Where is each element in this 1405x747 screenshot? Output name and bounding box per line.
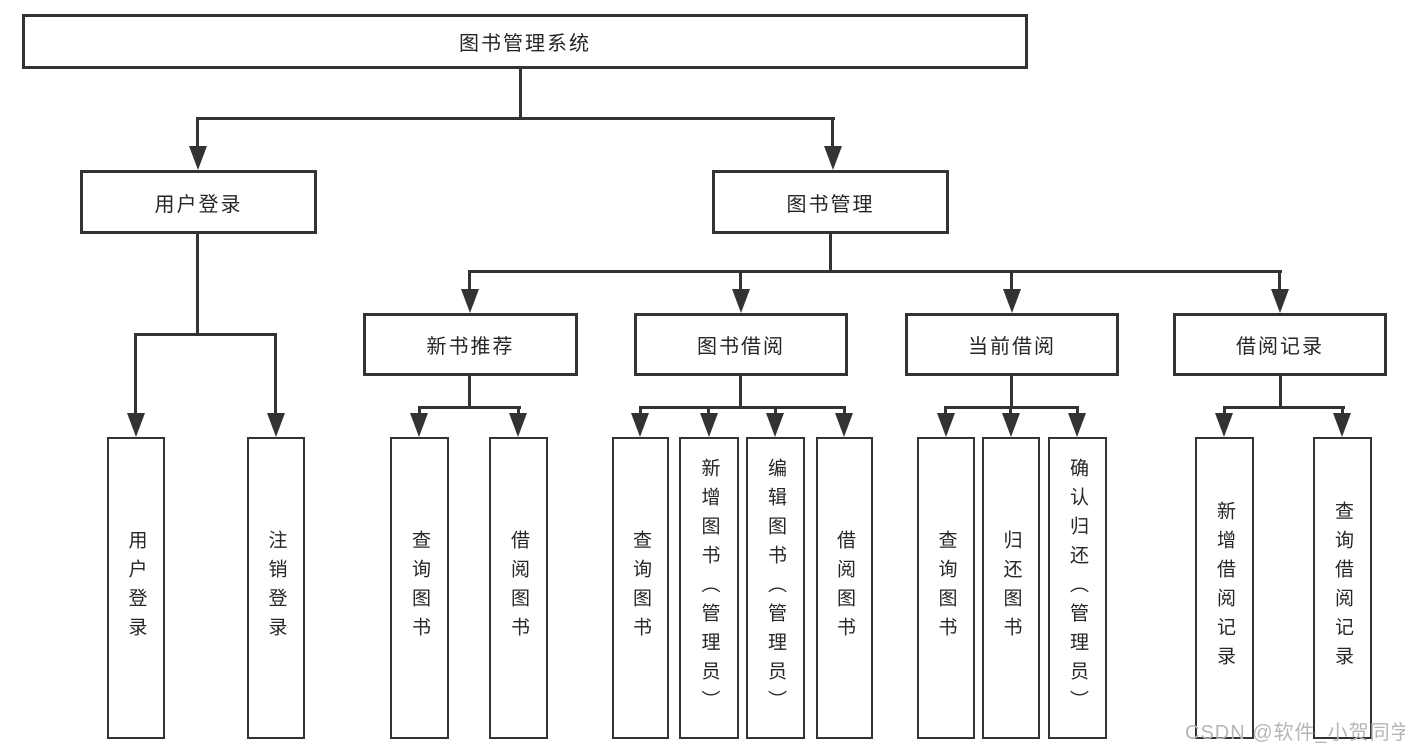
connector-line: [196, 117, 835, 120]
arrow-down-icon: [937, 413, 955, 437]
connector-line: [639, 409, 642, 415]
leaf-query-books-current: 查询图书: [917, 437, 975, 739]
connector-line: [1278, 273, 1281, 289]
leaf-query-books-recommend: 查询图书: [390, 437, 449, 739]
leaf-add-books-admin: 新增图书（管理员）: [679, 437, 739, 739]
leaf-edit-books-admin: 编辑图书（管理员）: [746, 437, 805, 739]
arrow-down-icon: [1333, 413, 1351, 437]
connector-line: [468, 270, 1282, 273]
arrow-down-icon: [766, 413, 784, 437]
arrow-down-icon: [461, 289, 479, 313]
connector-line: [196, 120, 199, 148]
connector-line: [274, 336, 277, 415]
connector-line: [418, 406, 521, 409]
arrow-down-icon: [1215, 413, 1233, 437]
node-label: 图书借阅: [697, 336, 785, 358]
node-label: 图书管理: [786, 193, 875, 216]
arrow-down-icon: [410, 413, 428, 437]
arrow-down-icon: [267, 413, 285, 437]
arrow-down-icon: [700, 413, 718, 437]
connector-line: [739, 273, 742, 289]
connector-line: [831, 120, 834, 148]
connector-line: [1341, 409, 1344, 415]
leaf-logout: 注销登录: [247, 437, 305, 739]
arrow-down-icon: [835, 413, 853, 437]
leaf-label: 查询图书: [935, 530, 957, 646]
leaf-label: 注销登录: [265, 530, 287, 646]
leaf-label: 借阅图书: [508, 530, 529, 646]
arrow-down-icon: [1068, 413, 1086, 437]
connector-line: [944, 409, 947, 415]
connector-line: [843, 409, 846, 415]
arrow-down-icon: [1002, 413, 1020, 437]
node-book-management: 图书管理: [712, 170, 949, 234]
arrow-down-icon: [127, 413, 145, 437]
node-borrowing-records: 借阅记录: [1173, 313, 1387, 376]
leaf-add-borrow-record: 新增借阅记录: [1195, 437, 1254, 739]
node-label: 借阅记录: [1236, 336, 1324, 358]
connector-line: [1010, 273, 1013, 289]
connector-line: [1010, 376, 1013, 406]
leaf-label: 确认归还（管理员）: [1067, 457, 1088, 719]
connector-line: [1009, 409, 1012, 415]
connector-line: [468, 376, 471, 406]
leaf-label: 新增图书（管理员）: [698, 457, 720, 719]
connector-line: [829, 234, 832, 270]
connector-line: [468, 273, 471, 289]
node-label: 图书管理系统: [459, 33, 591, 55]
leaf-user-login: 用户登录: [107, 437, 165, 739]
leaf-borrow-books-recommend: 借阅图书: [489, 437, 548, 739]
arrow-down-icon: [631, 413, 649, 437]
node-label: 用户登录: [154, 193, 243, 216]
leaf-borrow-books: 借阅图书: [816, 437, 873, 739]
connector-line: [774, 409, 777, 415]
connector-line: [519, 69, 522, 117]
leaf-label: 查询图书: [409, 530, 430, 646]
arrow-down-icon: [1271, 289, 1289, 313]
connector-line: [517, 409, 520, 415]
leaf-label: 归还图书: [1000, 530, 1022, 646]
leaf-label: 新增借阅记录: [1214, 501, 1235, 675]
connector-line: [739, 376, 742, 406]
arrow-down-icon: [1003, 289, 1021, 313]
arrow-down-icon: [189, 146, 207, 170]
leaf-confirm-return-admin: 确认归还（管理员）: [1048, 437, 1107, 739]
node-label: 当前借阅: [968, 336, 1056, 358]
leaf-label: 查询图书: [630, 530, 651, 646]
connector-line: [134, 333, 277, 336]
node-label: 新书推荐: [426, 336, 515, 358]
watermark: CSDN @软件_小贺同学: [1185, 722, 1405, 744]
leaf-query-books-borrow: 查询图书: [612, 437, 669, 739]
connector-line: [134, 336, 137, 415]
leaf-label: 借阅图书: [834, 530, 855, 646]
node-library-management-system: 图书管理系统: [22, 14, 1028, 69]
arrow-down-icon: [824, 146, 842, 170]
leaf-query-borrow-record: 查询借阅记录: [1313, 437, 1372, 739]
connector-line: [1076, 409, 1079, 415]
leaf-label: 用户登录: [125, 530, 147, 646]
arrow-down-icon: [509, 413, 527, 437]
connector-line: [639, 406, 846, 409]
arrow-down-icon: [732, 289, 750, 313]
connector-line: [1223, 406, 1345, 409]
node-new-book-recommendation: 新书推荐: [363, 313, 578, 376]
leaf-label: 编辑图书（管理员）: [765, 457, 786, 719]
connector-line: [196, 234, 199, 333]
node-current-borrowing: 当前借阅: [905, 313, 1119, 376]
leaf-label: 查询借阅记录: [1332, 501, 1353, 675]
node-user-login: 用户登录: [80, 170, 317, 234]
connector-line: [418, 409, 421, 415]
leaf-return-books: 归还图书: [982, 437, 1040, 739]
connector-line: [1223, 409, 1226, 415]
node-book-borrowing: 图书借阅: [634, 313, 848, 376]
connector-line: [707, 409, 710, 415]
connector-line: [1279, 376, 1282, 406]
connector-line: [944, 406, 1079, 409]
